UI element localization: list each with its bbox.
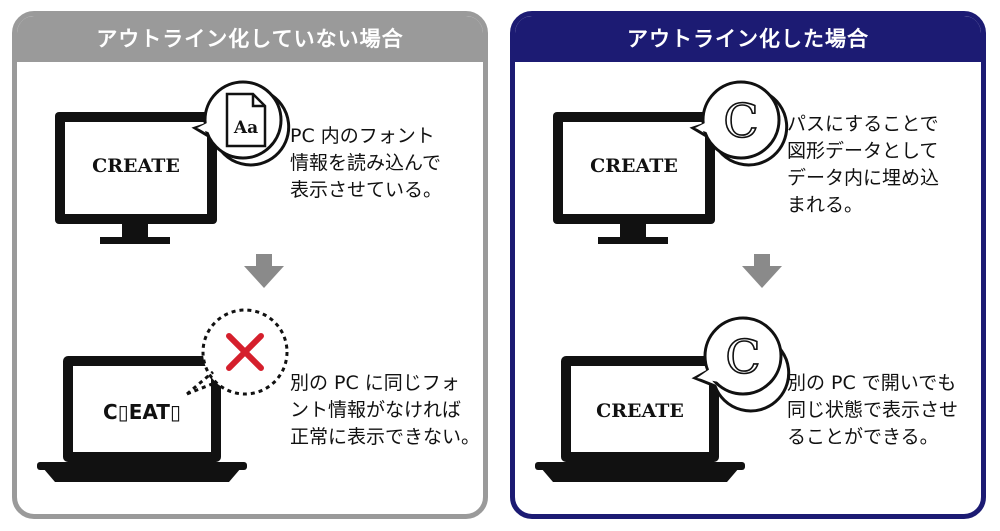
left-bottom-caption: 別の PC に同じフォ ント情報がなければ 正常に表示できない。	[290, 372, 481, 448]
left-panel-illustration: CREATE Aa C▯EAT▯	[37, 80, 291, 482]
left-panel: アウトライン化していない場合 CREATE Aa	[12, 11, 488, 519]
speech-bubble	[689, 80, 789, 167]
desktop-monitor-icon	[553, 112, 715, 244]
down-arrow-icon	[244, 254, 284, 288]
laptop-icon	[535, 356, 745, 482]
font-file-icon	[225, 92, 267, 148]
laptop-icon	[37, 356, 247, 482]
speech-bubble	[691, 316, 791, 413]
top-screen-word: CREATE	[590, 155, 678, 177]
top-screen-word: CREATE	[92, 155, 180, 177]
right-top-caption: パスにすることで 図形データとして データ内に埋め込 まれる。	[787, 113, 940, 216]
font-file-label: Aa	[233, 118, 258, 138]
x-mark-icon	[226, 333, 264, 371]
left-top-caption: PC 内のフォント 情報を読み込んで 表示させている。	[290, 125, 443, 201]
right-bottom-caption: 別の PC で開いでも 同じ状態で表示させ ることができる。	[787, 372, 959, 448]
bottom-screen-word: CREATE	[596, 400, 684, 422]
right-panel-title: アウトライン化した場合	[515, 16, 981, 62]
right-panel-illustration: CREATE C CREATE C	[535, 80, 791, 482]
desktop-monitor-icon	[55, 112, 217, 244]
left-panel-title: アウトライン化していない場合	[17, 16, 483, 62]
broken-screen-word: C▯EAT▯	[103, 400, 181, 424]
error-bubble	[186, 308, 289, 396]
down-arrow-icon	[742, 254, 782, 288]
outline-glyph: C	[723, 94, 758, 148]
bottom-outline-glyph: C	[725, 330, 760, 384]
right-panel: アウトライン化した場合 CREATE C CREATE	[510, 11, 986, 519]
